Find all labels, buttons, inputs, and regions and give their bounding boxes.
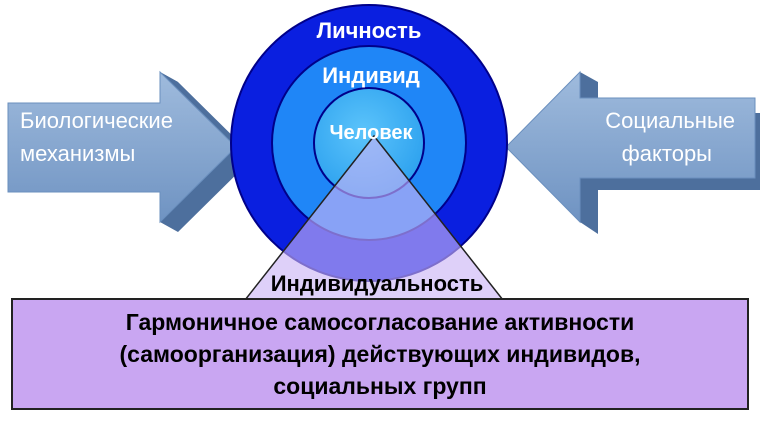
inner-circle-label: Человек: [330, 122, 414, 144]
left-arrow-body: [7, 70, 237, 224]
left-arrow-label-line1: Биологические: [20, 108, 173, 133]
right-arrow: Социальные факторы: [505, 70, 760, 234]
right-arrow-body: [505, 70, 756, 224]
right-arrow-label-line2: факторы: [622, 141, 712, 166]
left-arrow-label-line2: механизмы: [20, 141, 135, 166]
bottom-text: Гармоничное самосогласование активности …: [120, 306, 641, 402]
middle-circle-label: Индивид: [322, 63, 420, 88]
right-arrow-label-line1: Социальные: [605, 108, 735, 133]
bottom-box: Гармоничное самосогласование активности …: [11, 298, 749, 410]
outer-circle-label: Личность: [317, 18, 422, 43]
triangle-label: Индивидуальность: [271, 271, 484, 296]
left-arrow: Биологические механизмы: [7, 70, 254, 232]
bottom-text-line3: социальных групп: [273, 373, 487, 399]
bottom-text-line1: Гармоничное самосогласование активности: [125, 309, 635, 335]
bottom-text-line2: (самоорганизация) действующих индивидов,: [119, 341, 641, 367]
